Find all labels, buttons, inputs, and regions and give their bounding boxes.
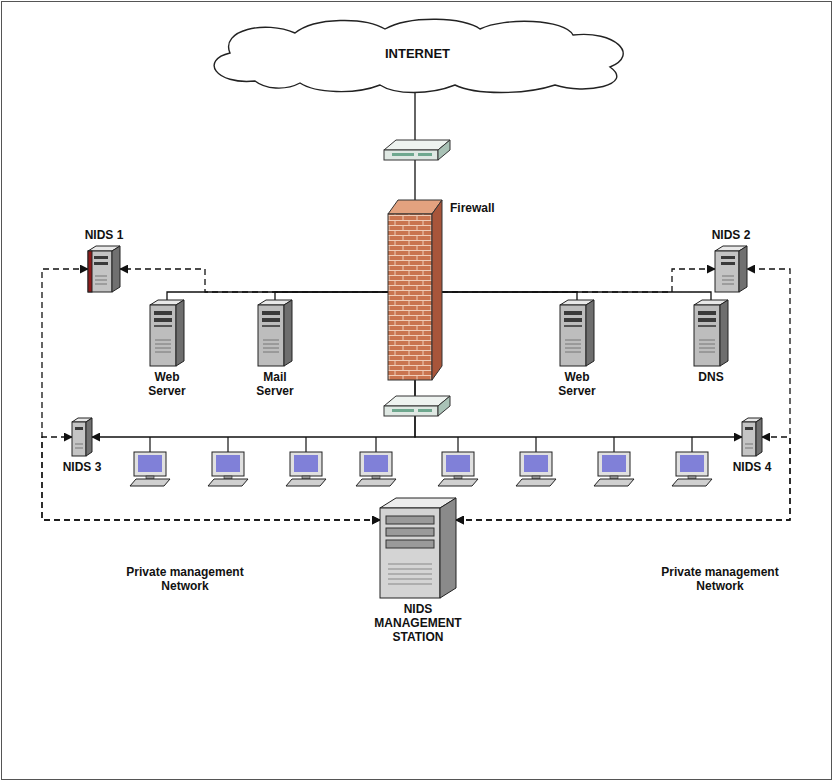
- management-link: [456, 437, 790, 520]
- nids-sensor: NIDS 3: [72, 418, 92, 456]
- node-label: NIDS 1: [74, 229, 134, 243]
- workstation-drops: [150, 437, 692, 452]
- node-label: NIDS 3: [54, 461, 110, 475]
- network-link: [92, 380, 415, 437]
- node-label: Web Server: [549, 371, 605, 399]
- nids-sensor: NIDS 1: [88, 246, 120, 292]
- server: Mail Server: [258, 300, 292, 366]
- network-link: [442, 292, 577, 300]
- node-label: INTERNET: [385, 47, 450, 62]
- server: Web Server: [150, 300, 184, 366]
- nids-sensor-icon: [88, 246, 120, 292]
- server-icon: [560, 300, 594, 366]
- management-link: [456, 269, 790, 520]
- server-icon: [150, 300, 184, 366]
- router-symbol: [384, 396, 450, 416]
- firewall-wall: [388, 200, 442, 380]
- network-label: Private management Network: [115, 566, 255, 594]
- workstation-icons: [130, 452, 712, 486]
- network-link: [442, 292, 711, 300]
- node-label: Web Server: [139, 371, 195, 399]
- firewall: Firewall: [388, 200, 442, 380]
- management-link: [442, 269, 715, 292]
- network-link: [414, 93, 415, 200]
- management-link: [120, 269, 388, 292]
- node-label: Firewall: [450, 202, 495, 216]
- server-icon: [694, 300, 728, 366]
- node-label: NIDS 4: [724, 461, 780, 475]
- management-server-icon: [380, 498, 456, 598]
- server: DNS: [694, 300, 728, 366]
- internet-cloud: INTERNET: [195, 15, 640, 93]
- nids-sensor-icon: [742, 418, 762, 456]
- nids-sensor: NIDS 4: [742, 418, 762, 456]
- node-label: Mail Server: [247, 371, 303, 399]
- nids-sensor-icon: [72, 418, 92, 456]
- node-label: NIDS MANAGEMENT STATION: [366, 603, 470, 644]
- server-icon: [258, 300, 292, 366]
- node-label: NIDS 2: [701, 229, 761, 243]
- network-link: [275, 292, 388, 300]
- management-link: [42, 269, 380, 520]
- server: Web Server: [560, 300, 594, 366]
- router-symbol: [384, 140, 450, 160]
- network-label: Private management Network: [650, 566, 790, 594]
- nids-sensor-icon: [715, 246, 747, 292]
- network-link: [167, 292, 388, 300]
- node-label: DNS: [683, 371, 739, 385]
- management-station: NIDS MANAGEMENT STATION: [380, 498, 456, 598]
- nids-sensor: NIDS 2: [715, 246, 747, 292]
- management-link: [42, 437, 380, 520]
